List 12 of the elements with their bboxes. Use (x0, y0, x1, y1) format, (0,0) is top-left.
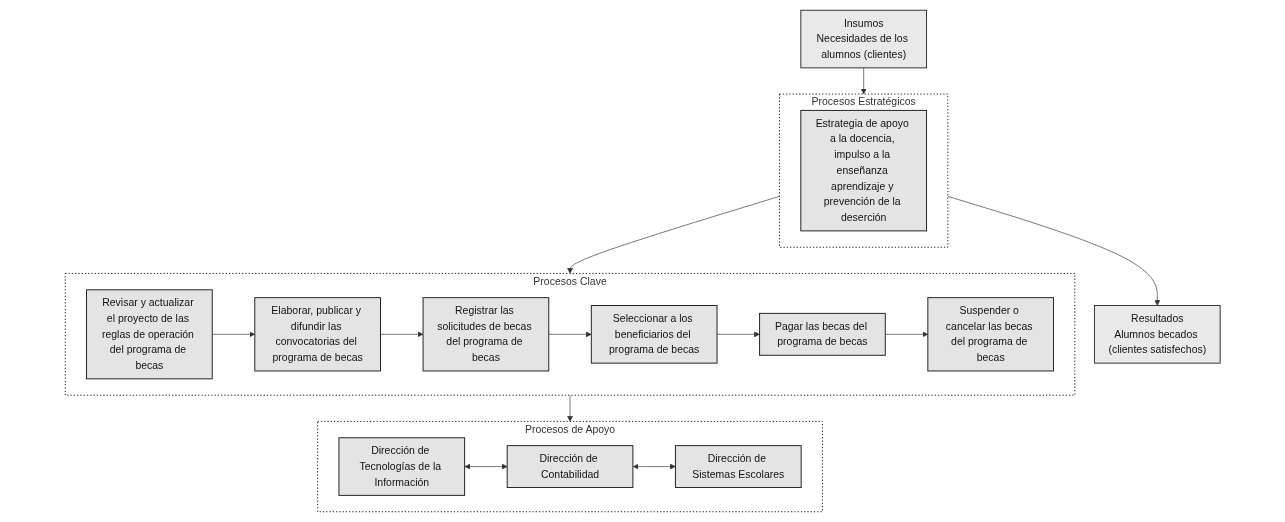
node-box: Elaborar, publicar y difundir las convocatorias del programa de becas (254, 297, 381, 372)
node-box: Pagar las becas del programa de becas (758, 312, 886, 356)
node-box: Estrategia de apoyo a la docencia, impulso a la enseñanza aprendizaje y prevención de la deserción (800, 109, 927, 232)
node-box: Resultados Alumnos becados (clientes satisfechos) (1093, 305, 1221, 364)
node-box: Dirección de Sistemas Escolares (674, 445, 802, 488)
node-box: Seleccionar a los beneficiarios del programa de becas (590, 305, 718, 364)
node-box: Suspender o cancelar las becas del programa de becas (927, 297, 1054, 372)
node-box: Dirección de Contabilidad (506, 445, 634, 488)
node-box: Dirección de Tecnologías de la Información (338, 437, 465, 496)
node-box: Revisar y actualizar el proyecto de las reglas de operación del programa de becas (85, 289, 213, 380)
node-box: Registrar las solicitudes de becas del programa de becas (422, 297, 550, 372)
node-box: Insumos Necesidades de los alumnos (clientes) (800, 9, 927, 69)
